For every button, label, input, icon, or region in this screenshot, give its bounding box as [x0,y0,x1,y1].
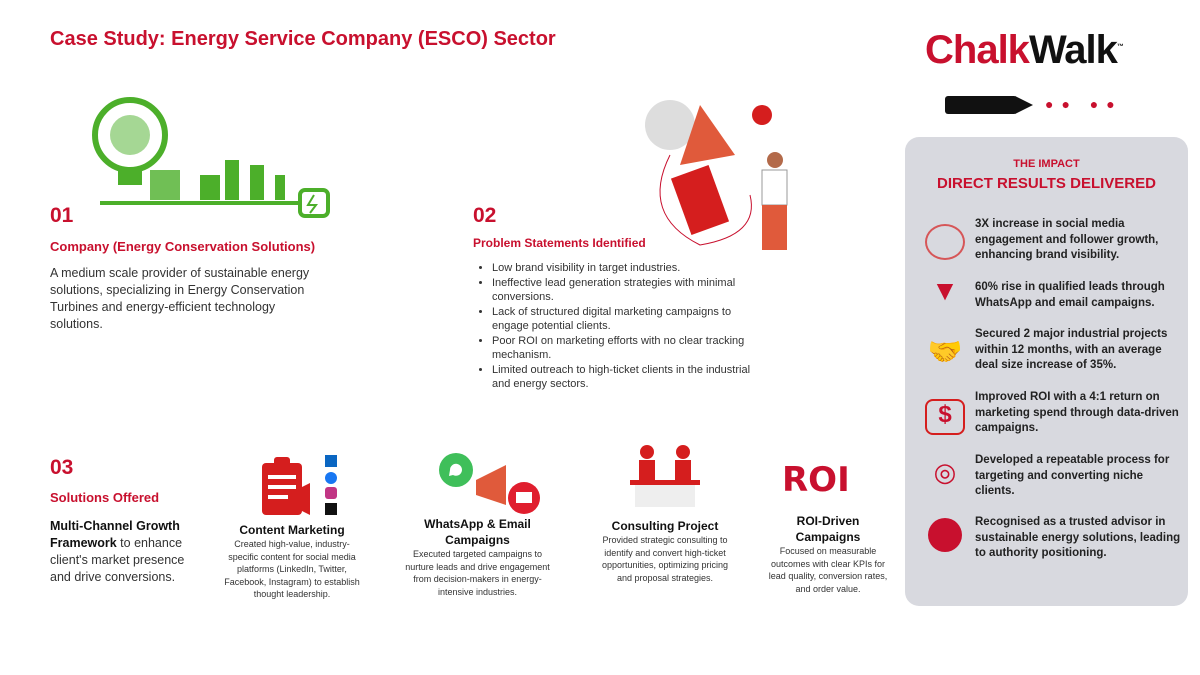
problem-item: Lack of structured digital marketing cam… [492,305,764,334]
roi-icon: ROI [782,460,850,500]
solutions-description: Multi-Channel Growth Framework to enhanc… [50,519,185,584]
impact-heading: DIRECT RESULTS DELIVERED [937,175,1156,192]
section-number-03: 03 [50,456,74,479]
chalk-tip-icon [1015,96,1033,114]
handshake-icon: 🤝 [927,336,963,367]
problem-item: Low brand visibility in target industrie… [492,261,764,276]
chalk-icon [945,96,1017,114]
impact-panel: THE IMPACT DIRECT RESULTS DELIVERED 3X i… [905,137,1188,606]
problem-item: Ineffective lead generation strategies w… [492,276,764,305]
money-bag-growth-icon: $ [925,399,965,435]
chalkwalk-logo: ChalkWalk™ [925,28,1124,72]
impact-item: Secured 2 major industrial projects with… [975,328,1168,371]
impact-item: Developed a repeatable process for targe… [975,454,1170,497]
company-description: A medium scale provider of sustainable e… [50,266,310,331]
funnel-icon: ▼ [931,275,959,306]
green-city-bulb-illustration [92,97,330,218]
trusted-advisor-icon [928,518,962,552]
social-growth-icon [925,224,965,260]
problem-item: Poor ROI on marketing efforts with no cl… [492,334,764,363]
impact-item: 3X increase in social media engagement a… [975,218,1159,261]
impact-item: Improved ROI with a 4:1 return on market… [975,391,1179,434]
whatsapp-email-icon [439,453,540,514]
page-title: Case Study: Energy Service Company (ESCO… [50,28,556,50]
problems-list: Low brand visibility in target industrie… [474,261,764,392]
impact-kicker: THE IMPACT [1013,158,1080,170]
footprints-icon: ●● ●● [1045,96,1123,112]
impact-item: 60% rise in qualified leads through What… [975,281,1165,309]
company-heading: Company (Energy Conservation Solutions) [50,239,316,254]
problems-heading: Problem Statements Identified [473,236,646,250]
problem-item: Limited outreach to high-ticket clients … [492,363,764,392]
impact-item: Recognised as a trusted advisor in susta… [975,516,1181,559]
section-number-02: 02 [473,204,497,227]
content-marketing-icon [262,455,337,515]
section-number-01: 01 [50,204,74,227]
consulting-icon [630,445,700,507]
target-icon: ◎ [933,457,957,487]
solutions-heading: Solutions Offered [50,490,160,505]
problem-illustration [645,100,788,250]
